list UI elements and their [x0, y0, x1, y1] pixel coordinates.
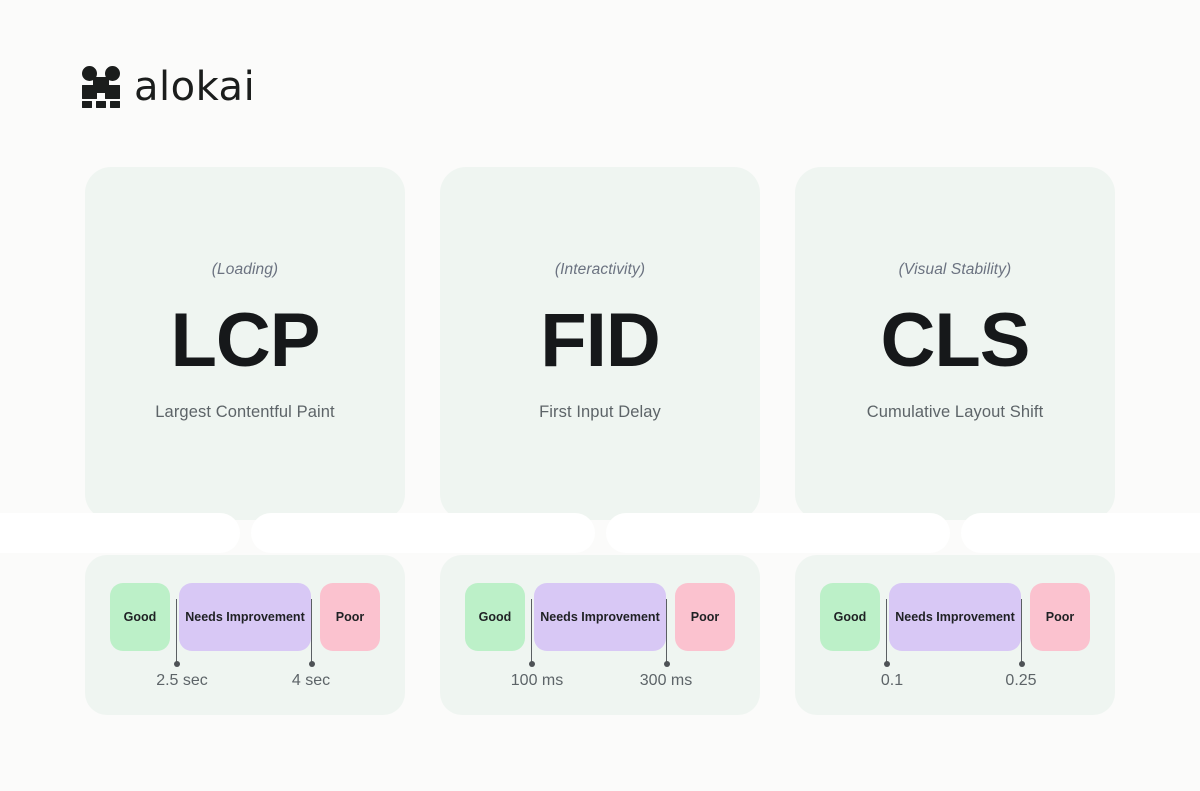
- threshold-values: 0.1 0.25: [795, 672, 1115, 696]
- threshold-value-poor-min: 300 ms: [639, 672, 693, 689]
- metric-abbreviation: LCP: [170, 297, 321, 383]
- alokai-logo-mark-icon: [82, 66, 120, 108]
- metric-column-cls: (Visual Stability) CLS Cumulative Layout…: [795, 167, 1115, 715]
- threshold-connector-left: [883, 599, 890, 667]
- rating-badge-poor[interactable]: Poor: [1030, 583, 1090, 651]
- threshold-connector-right: [663, 599, 670, 667]
- brand-logo[interactable]: alokai: [82, 66, 255, 108]
- threshold-connector-left: [528, 599, 535, 667]
- rating-badges: Good Needs Improvement Poor: [820, 583, 1090, 651]
- threshold-card-cls: Good Needs Improvement Poor 0.1 0.25: [795, 555, 1115, 715]
- metric-category: (Interactivity): [554, 260, 646, 278]
- metric-full-name: Cumulative Layout Shift: [866, 403, 1044, 422]
- threshold-values: 2.5 sec 4 sec: [85, 672, 405, 696]
- threshold-card-fid: Good Needs Improvement Poor 100 ms 300 m…: [440, 555, 760, 715]
- threshold-value-good-max: 2.5 sec: [156, 672, 208, 689]
- rating-badge-needs-improvement[interactable]: Needs Improvement: [889, 583, 1021, 651]
- threshold-connector-right: [1018, 599, 1025, 667]
- threshold-value-poor-min: 0.25: [1005, 672, 1037, 689]
- threshold-value-poor-min: 4 sec: [291, 672, 331, 689]
- metric-column-fid: (Interactivity) FID First Input Delay Go…: [440, 167, 760, 715]
- metric-category: (Loading): [211, 260, 279, 278]
- rating-badge-needs-improvement[interactable]: Needs Improvement: [179, 583, 311, 651]
- rating-badge-good[interactable]: Good: [820, 583, 880, 651]
- metric-full-name: Largest Contentful Paint: [155, 403, 335, 422]
- metric-card-cls[interactable]: (Visual Stability) CLS Cumulative Layout…: [795, 167, 1115, 520]
- metric-abbreviation: FID: [540, 297, 660, 383]
- threshold-value-good-max: 100 ms: [510, 672, 564, 689]
- brand-wordmark: alokai: [134, 64, 256, 110]
- metric-card-fid[interactable]: (Interactivity) FID First Input Delay: [440, 167, 760, 520]
- rating-badge-good[interactable]: Good: [110, 583, 170, 651]
- threshold-connector-left: [173, 599, 180, 667]
- metric-full-name: First Input Delay: [539, 403, 661, 422]
- metrics-grid: (Loading) LCP Largest Contentful Paint G…: [85, 167, 1115, 715]
- metric-column-lcp: (Loading) LCP Largest Contentful Paint G…: [85, 167, 405, 715]
- threshold-connector-right: [308, 599, 315, 667]
- rating-badge-needs-improvement[interactable]: Needs Improvement: [534, 583, 666, 651]
- threshold-card-lcp: Good Needs Improvement Poor 2.5 sec 4 se…: [85, 555, 405, 715]
- threshold-values: 100 ms 300 ms: [440, 672, 760, 696]
- rating-badges: Good Needs Improvement Poor: [465, 583, 735, 651]
- threshold-value-good-max: 0.1: [880, 672, 904, 689]
- rating-badge-good[interactable]: Good: [465, 583, 525, 651]
- metric-card-lcp[interactable]: (Loading) LCP Largest Contentful Paint: [85, 167, 405, 520]
- rating-badge-poor[interactable]: Poor: [320, 583, 380, 651]
- metric-abbreviation: CLS: [880, 297, 1031, 383]
- metric-category: (Visual Stability): [898, 260, 1012, 278]
- rating-badges: Good Needs Improvement Poor: [110, 583, 380, 651]
- rating-badge-poor[interactable]: Poor: [675, 583, 735, 651]
